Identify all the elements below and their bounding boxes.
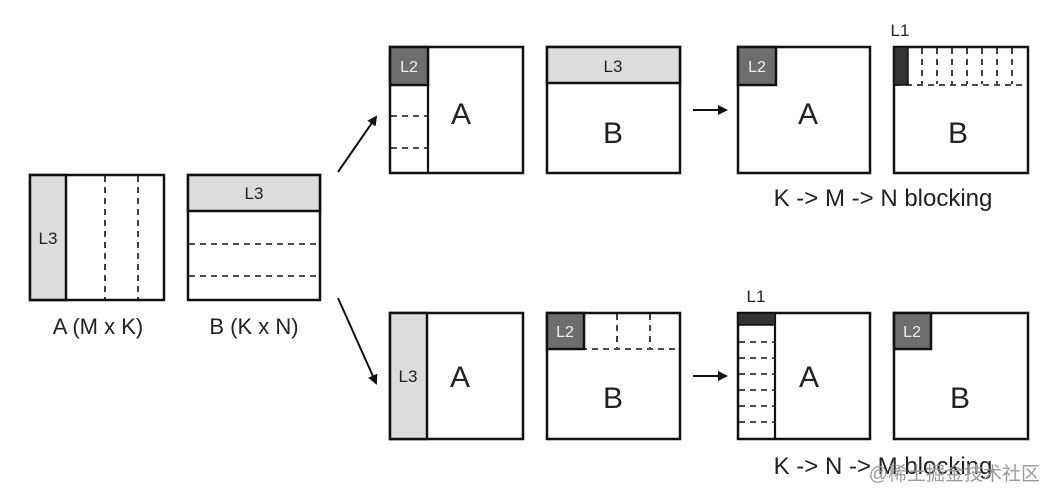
arrow-to-top-branch (337, 115, 378, 173)
matrix-a: L3 A (M x K) (28, 173, 166, 339)
top-a1-l2-label: L2 (400, 59, 418, 76)
bottom-a1-label: A (450, 361, 470, 394)
top-a2-l2-label: L2 (748, 59, 766, 76)
top-b2-frame (892, 45, 1030, 175)
top-b1-label: B (603, 117, 623, 150)
bottom-matrix-a-step2: L1 A (736, 287, 872, 441)
bottom-matrix-b-step2: L2 B (892, 311, 1030, 441)
bottom-b1-label: B (603, 382, 623, 415)
bottom-a2-frame (736, 311, 872, 441)
top-b1-l3-block (545, 45, 682, 85)
top-a1-l2-block (388, 45, 430, 87)
bottom-matrix-a-step1: L3 A (388, 311, 525, 441)
bottom-b2-label: B (950, 382, 970, 415)
bottom-a1-l3-label: L3 (399, 367, 418, 386)
top-matrix-b-step2: L1 B (891, 21, 1030, 175)
top-b2-l1-block (893, 46, 909, 86)
top-a2-l2-block (736, 45, 778, 87)
top-matrix-a-step1: L2 A (388, 45, 525, 175)
top-a1-label: A (451, 98, 471, 131)
bottom-a2-label: A (799, 361, 819, 394)
bottom-matrix-b-step1: L2 B (545, 311, 682, 441)
matrix-b-l3-block (186, 173, 322, 213)
bottom-b1-l2-block (545, 311, 586, 351)
bottom-b1-l2-label: L2 (556, 324, 574, 341)
top-b1-l3-label: L3 (604, 57, 623, 76)
top-matrix-b-step1: L3 B (545, 45, 682, 175)
matrix-a-caption: A (M x K) (53, 314, 143, 339)
matrix-b-caption: B (K x N) (209, 314, 298, 339)
matrix-a-l3-block (28, 173, 68, 302)
matrix-a-l3-label: L3 (39, 229, 58, 248)
bottom-a1-l3-block (388, 311, 429, 441)
bottom-b2-l2-label: L2 (903, 324, 921, 341)
arrow-to-bottom-branch (337, 297, 378, 385)
top-b2-label: B (948, 117, 968, 150)
top-order-caption: K -> M -> N blocking (774, 185, 993, 212)
bottom-a2-l1-block (737, 312, 776, 326)
matrix-b: L3 B (K x N) (186, 173, 322, 339)
top-b2-l1-label: L1 (891, 21, 910, 40)
watermark-text: @稀土掘金技术社区 (869, 463, 1040, 485)
bottom-a2-l1-label: L1 (747, 287, 766, 306)
top-a2-label: A (798, 98, 818, 131)
top-matrix-a-step2: L2 A (736, 45, 872, 175)
matrix-b-l3-label: L3 (245, 184, 264, 203)
bottom-b2-l2-block (892, 311, 933, 351)
bottom-order-caption: K -> N -> M blocking (774, 453, 993, 480)
